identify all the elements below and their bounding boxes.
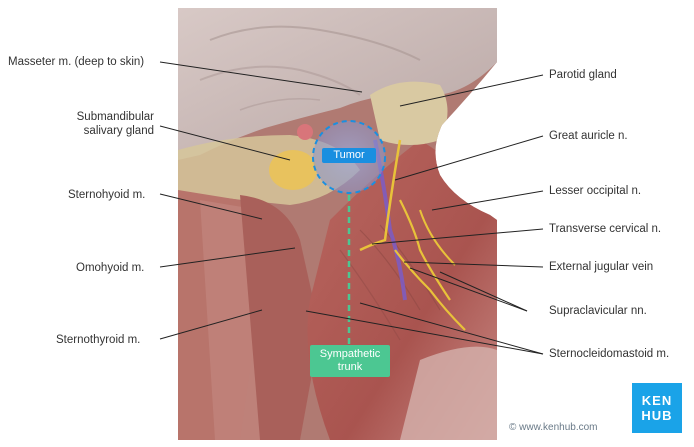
label-sternohyoid: Sternohyoid m. [68,189,146,201]
leader-omohyoid [159,247,296,268]
label-submandibular-line1: Submandibular [76,111,154,123]
leader-supraclavicular-a [409,267,528,312]
leader-parotid [399,74,544,107]
logo-line1: KEN [641,393,673,408]
label-transverse-cervical: Transverse cervical n. [549,223,662,235]
label-masseter: Masseter m. (deep to skin) [8,56,145,68]
submandibular-gland-shape [269,150,317,190]
tag-sympathetic-line1: Sympathetic [319,348,381,360]
leader-transverse-cervical [371,228,544,245]
copyright-text: © www.kenhub.com [509,422,598,433]
label-supraclavicular: Supraclavicular nn. [549,305,647,317]
leader-sternocleidomastoid-b [305,310,544,355]
dissection-photo [178,8,497,440]
tag-sympathetic-trunk: Sympathetic trunk [310,345,390,377]
leader-sternothyroid [159,309,263,340]
label-lesser-occipital: Lesser occipital n. [549,185,642,197]
leader-submandibular [159,125,291,161]
label-great-auricle: Great auricle n. [549,130,628,142]
label-submandibular: Submandibular salivary gland [60,110,154,138]
label-sternocleidomastoid: Sternocleidomastoid m. [549,348,670,360]
label-parotid: Parotid gland [549,69,617,81]
leader-sternocleidomastoid-a [359,302,544,355]
label-submandibular-line2: salivary gland [83,125,154,137]
leader-sternohyoid [159,193,263,220]
label-omohyoid: Omohyoid m. [76,262,145,274]
great-auricle-nerve-shape [359,139,402,252]
leader-great-auricle [394,135,544,181]
leader-lesser-occipital [431,190,544,211]
leader-supraclavicular-b [439,271,528,312]
leader-lines [159,61,544,355]
kenhub-logo: KEN HUB [632,383,682,433]
tag-sympathetic-line2: trunk [337,361,363,373]
logo-line2: HUB [641,408,673,423]
leader-masseter [159,61,363,93]
label-external-jugular: External jugular vein [549,261,654,273]
label-sternothyroid: Sternothyroid m. [56,334,141,346]
leader-external-jugular [403,261,544,268]
tag-tumor: Tumor [322,148,376,163]
